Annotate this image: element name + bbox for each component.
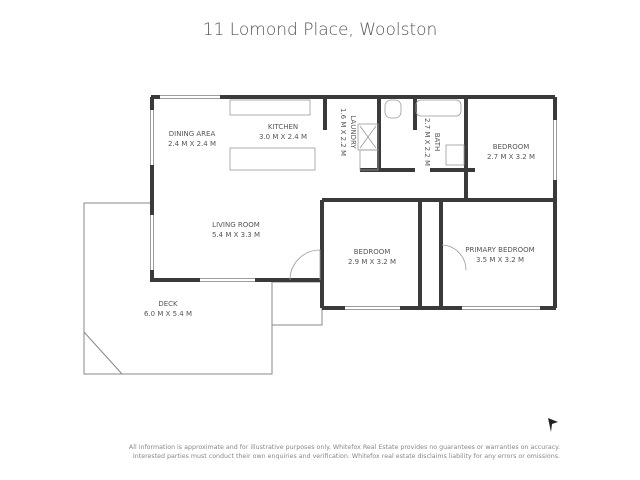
room-size: 1.6 M X 2.2 M: [339, 108, 347, 156]
room-size: 2.7 M X 2.2 M: [423, 118, 431, 166]
disclaimer: All information is approximate and for i…: [70, 443, 560, 461]
room-size: 2.4 M X 2.4 M: [168, 140, 216, 148]
north-arrow-icon: [548, 418, 558, 432]
room-name: BEDROOM: [354, 248, 391, 256]
room-name: LAUNDRY: [349, 115, 357, 149]
room-name: BATH: [433, 133, 441, 152]
room-name: DINING AREA: [169, 130, 216, 138]
room-size: 6.0 M X 5.4 M: [144, 310, 192, 318]
fixtures: [229, 99, 467, 281]
room-name: LIVING ROOM: [212, 221, 260, 229]
disclaimer-line: Interested parties must conduct their ow…: [132, 453, 560, 460]
room-size: 3.0 M X 2.4 M: [259, 133, 307, 141]
room-size: 2.7 M X 3.2 M: [487, 153, 535, 161]
deck: [83, 202, 323, 375]
room-size: 2.9 M X 3.2 M: [348, 258, 396, 266]
walls: [150, 95, 557, 310]
room-size: 5.4 M X 3.3 M: [212, 231, 260, 239]
room-name: BEDROOM: [493, 143, 530, 151]
room-name: KITCHEN: [268, 123, 298, 131]
room-size: 3.5 M X 3.2 M: [476, 256, 524, 264]
disclaimer-line: All information is approximate and for i…: [128, 444, 560, 451]
room-name: PRIMARY BEDROOM: [465, 246, 534, 254]
windows: [150, 95, 557, 310]
room-name: DECK: [158, 300, 178, 308]
page-title: 11 Lomond Place, Woolston: [202, 20, 438, 40]
room-labels: DINING AREA 2.4 M X 2.4 M KITCHEN 3.0 M …: [144, 108, 535, 318]
